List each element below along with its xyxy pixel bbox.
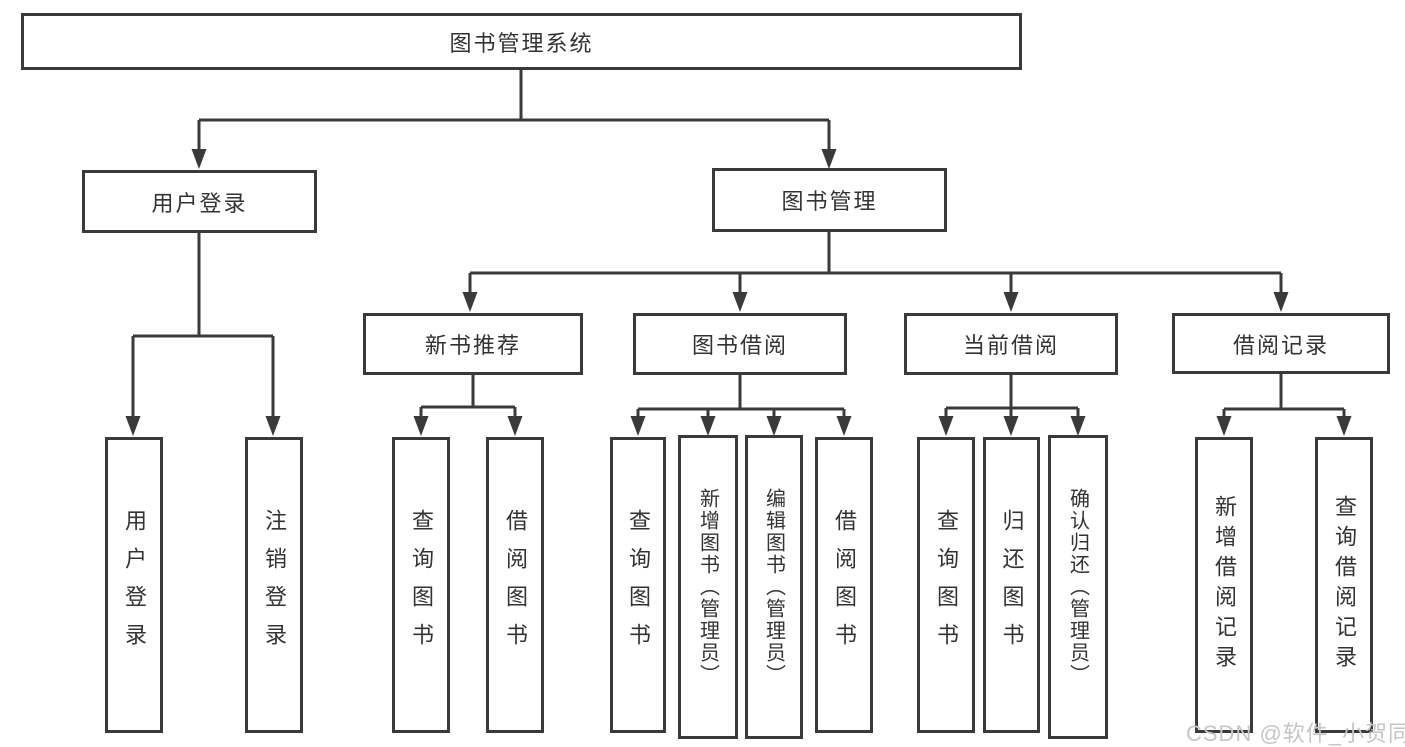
connector-book-borrow-to-leaves	[636, 375, 846, 421]
node-label: 查询借阅记录	[1332, 495, 1357, 675]
leaf-add-borrow-record: 新增借阅记录	[1195, 437, 1253, 733]
arrowhead	[1003, 292, 1019, 312]
node-label: 编辑图书（管理员）	[762, 488, 785, 686]
node-label: 新增借阅记录	[1212, 495, 1237, 675]
node-label: 新书推荐	[424, 333, 521, 358]
leaf-return-book: 归还图书	[983, 437, 1040, 733]
node-label: 归还图书	[999, 509, 1025, 661]
arrowhead	[413, 416, 429, 436]
node-label: 当前借阅	[962, 333, 1059, 358]
arrowhead	[821, 149, 837, 169]
arrowhead	[507, 416, 523, 436]
node-label: 查询图书	[626, 509, 651, 661]
node-borrow-records: 借阅记录	[1172, 313, 1390, 374]
node-book-borrow: 图书借阅	[633, 313, 847, 375]
connector-book-management-to-level3	[468, 232, 1283, 297]
arrowhead	[836, 416, 852, 436]
leaf-confirm-return-admin: 确认归还（管理员）	[1048, 435, 1108, 739]
leaf-query-books-borrow: 查询图书	[610, 437, 666, 733]
arrowhead	[766, 416, 782, 436]
arrowhead	[938, 416, 954, 436]
arrowhead	[1003, 416, 1019, 436]
arrowhead	[1273, 292, 1289, 312]
node-label: 新增图书（管理员）	[696, 488, 719, 686]
arrowhead	[630, 416, 646, 436]
leaf-logout-login: 注销登录	[245, 437, 303, 733]
arrowhead	[462, 292, 478, 312]
arrowhead	[732, 292, 748, 312]
node-book-management: 图书管理	[712, 168, 947, 232]
arrowhead	[265, 416, 281, 436]
node-root-system: 图书管理系统	[21, 13, 1022, 70]
leaf-query-books-current: 查询图书	[917, 437, 975, 733]
node-label: 借阅记录	[1232, 332, 1329, 358]
leaf-edit-book-admin: 编辑图书（管理员）	[745, 435, 803, 739]
leaf-query-books-recommend: 查询图书	[392, 437, 450, 733]
arrowhead	[1216, 416, 1232, 436]
connector-borrow-records-to-leaves	[1222, 373, 1346, 421]
arrowhead	[1070, 416, 1086, 436]
node-label: 图书借阅	[691, 333, 788, 358]
node-label: 确认归还（管理员）	[1066, 488, 1089, 686]
arrowhead	[1336, 416, 1352, 436]
node-label: 查询图书	[934, 509, 959, 661]
node-label: 注销登录	[262, 509, 287, 661]
connector-current-borrow-to-leaves	[944, 375, 1080, 421]
node-label: 图书管理	[781, 189, 878, 214]
csdn-watermark: CSDN @软件_小贺同学	[1186, 721, 1405, 746]
node-user-login: 用户登录	[82, 170, 317, 233]
connector-user-login-to-leaves	[131, 233, 275, 420]
connector-root-to-level2	[197, 70, 831, 152]
node-new-book-recommend: 新书推荐	[363, 313, 583, 375]
arrowheads	[125, 149, 1352, 436]
node-label: 图书管理系统	[449, 30, 594, 56]
leaf-borrow-books: 借阅图书	[815, 437, 873, 733]
connector-new-book-recommend-to-leaves	[419, 375, 517, 421]
leaf-borrow-books-recommend: 借阅图书	[486, 437, 544, 733]
node-label: 借阅图书	[832, 509, 857, 661]
node-label: 借阅图书	[503, 509, 528, 661]
leaf-user-login: 用户登录	[105, 437, 163, 733]
arrowhead	[125, 416, 141, 436]
node-label: 查询图书	[409, 509, 434, 661]
node-label: 用户登录	[122, 509, 147, 661]
node-current-borrow: 当前借阅	[904, 313, 1118, 375]
node-label: 用户登录	[151, 190, 248, 216]
arrowhead	[700, 416, 716, 436]
leaf-query-borrow-record: 查询借阅记录	[1315, 437, 1373, 733]
arrowhead	[191, 149, 207, 169]
leaf-add-book-admin: 新增图书（管理员）	[678, 435, 738, 739]
